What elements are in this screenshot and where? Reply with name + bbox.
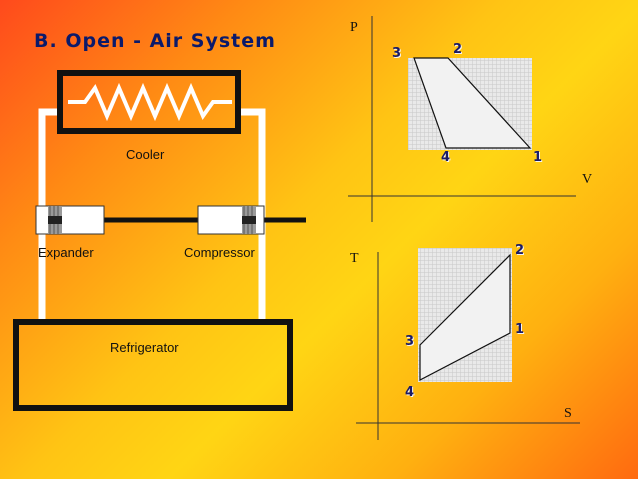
ts-x-axis-label: S (564, 406, 572, 421)
refrigerator-label: Refrigerator (110, 340, 179, 355)
ts-point-1: 1 (515, 322, 525, 337)
compressor-label: Compressor (184, 245, 255, 260)
pv-point-2: 2 (453, 42, 463, 57)
diagram-title: B. Open - Air System (34, 30, 276, 52)
pv-point-4: 4 (441, 150, 451, 165)
pv-axes (348, 16, 576, 222)
ts-point-2: 2 (515, 243, 525, 258)
cooler-coil (68, 82, 232, 122)
ts-y-axis-label: T (350, 251, 359, 266)
compressor-cylinder (197, 205, 265, 235)
ts-axes (356, 252, 580, 440)
ts-point-3: 3 (405, 334, 415, 349)
ts-point-4: 4 (405, 385, 415, 400)
pv-point-1: 1 (533, 150, 543, 165)
cooler-label: Cooler (126, 147, 165, 162)
expander-label: Expander (38, 245, 94, 260)
expander-cylinder (35, 205, 105, 235)
refrigerator-box (13, 319, 293, 411)
pv-y-axis-label: P (350, 20, 358, 35)
ts-cycle (419, 253, 511, 381)
pv-x-axis-label: V (582, 172, 593, 187)
pv-cycle (413, 57, 532, 149)
cooler-box (57, 70, 241, 134)
pv-point-3: 3 (392, 46, 402, 61)
pipe-loop (38, 108, 266, 320)
